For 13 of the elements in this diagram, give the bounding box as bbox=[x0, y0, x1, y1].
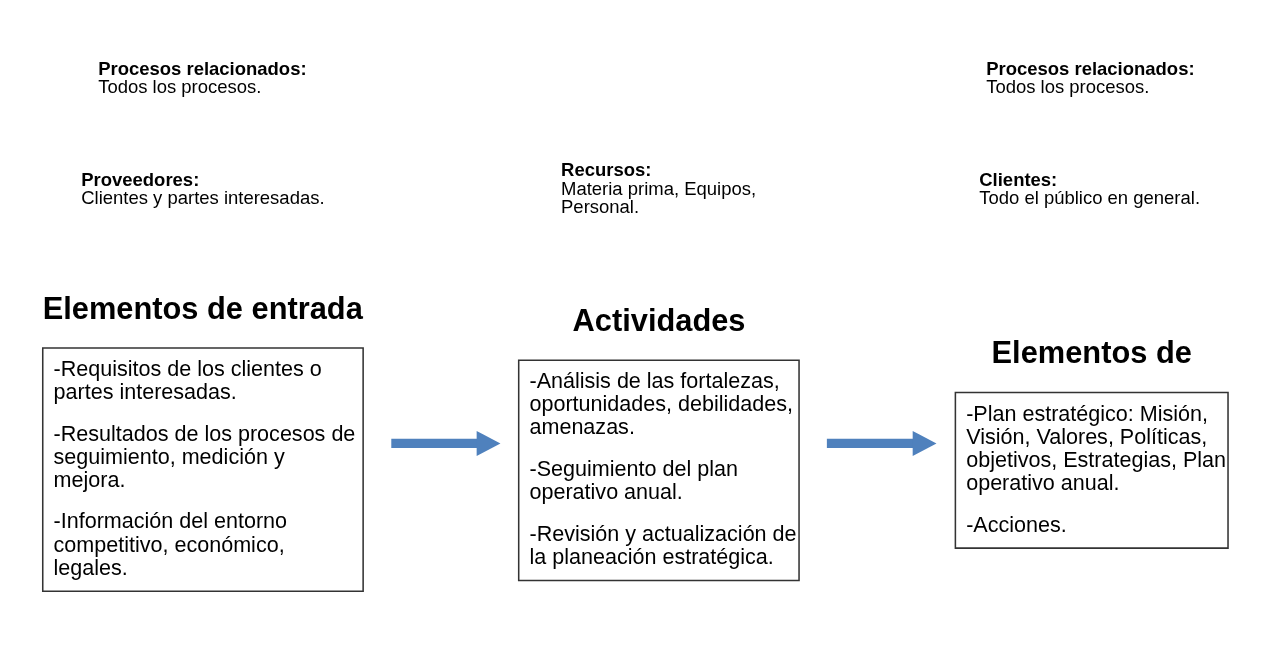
node-box: -Requisitos de los clientes o partes interesadas. -Resultados de los procesos de seguimiento, medición y mejora. -Información del entorno competitivo, económico, legales. bbox=[42, 346, 364, 592]
node-box: -Plan estratégico: Misión, Visión, Valores, Políticas, objetivos, Estrategias, Plan operativo anual. -Acciones. bbox=[954, 391, 1229, 549]
arrow bbox=[826, 430, 937, 456]
node-label: Elementos de entrada bbox=[42, 290, 363, 326]
label: Clientes: Todo el público en general. bbox=[979, 168, 1201, 208]
node-label: Actividades bbox=[572, 302, 746, 338]
label: Procesos relacionados: Todos los procesos. bbox=[98, 57, 307, 97]
label: Procesos relacionados: Todos los procesos. bbox=[986, 57, 1195, 97]
node-label: Elementos de bbox=[991, 334, 1192, 370]
label: Proveedores: Clientes y partes interesadas. bbox=[81, 168, 325, 208]
arrow bbox=[391, 430, 501, 456]
label: Recursos: Materia prima, Equipos, Personal. bbox=[561, 158, 757, 217]
node-box: -Análisis de las fortalezas, oportunidades, debilidades, amenazas. -Seguimiento del plan operativo anual. -Revisión y actualización de la planeación estratégica. bbox=[517, 358, 800, 581]
